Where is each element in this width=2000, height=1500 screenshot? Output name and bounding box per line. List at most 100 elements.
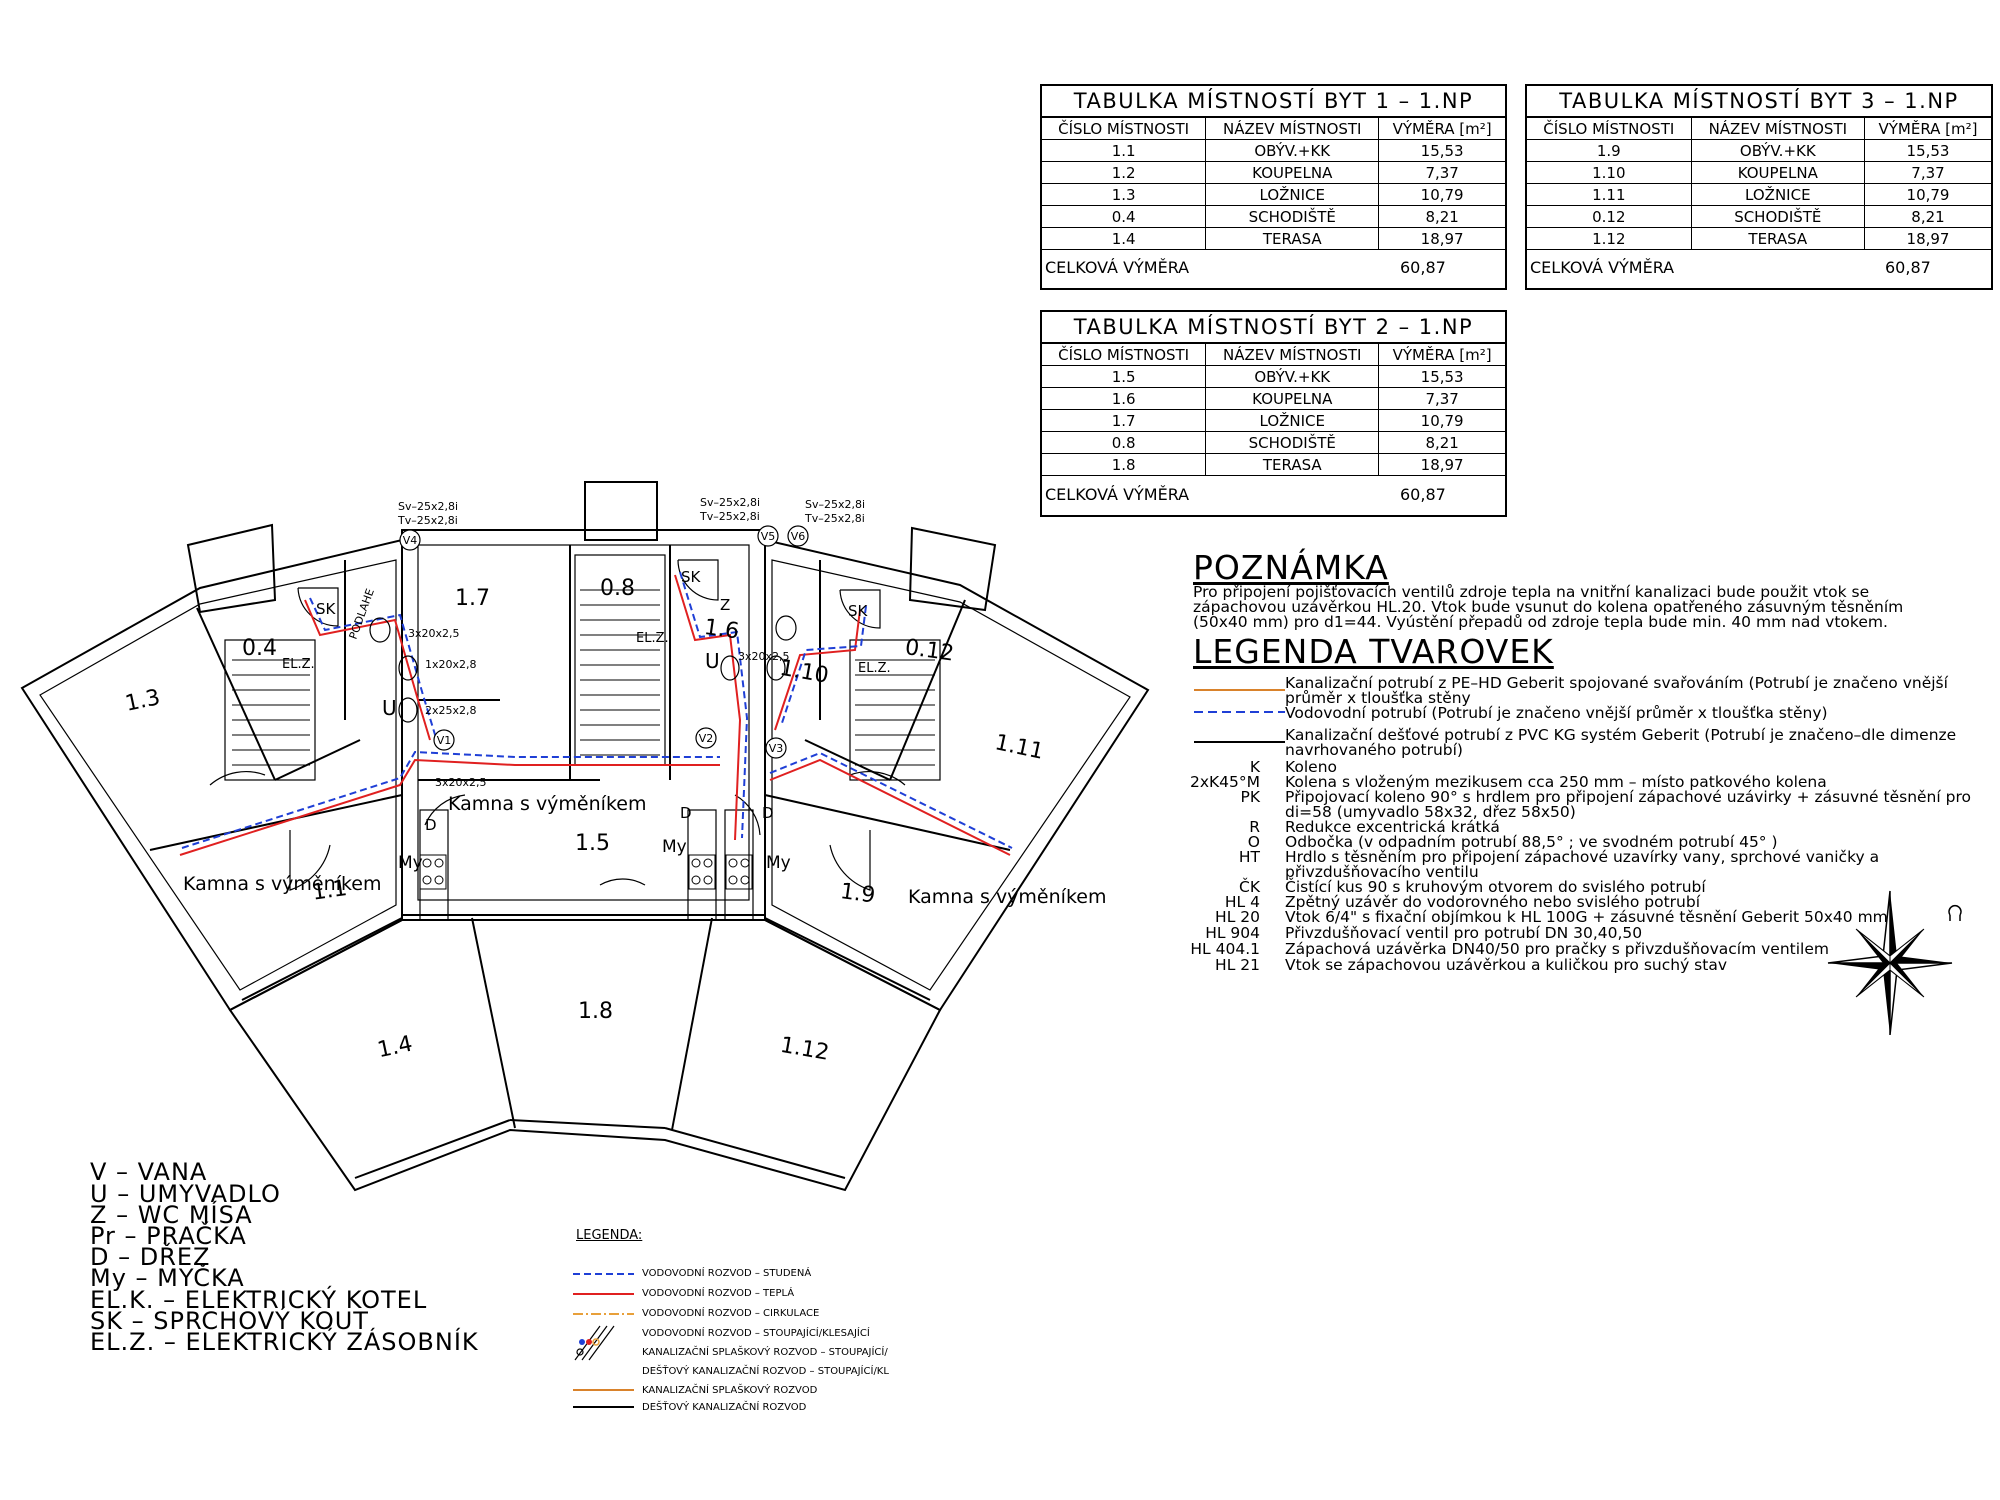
fitting-code-text: Přivzdušňovací ventil pro potrubí DN 30,… xyxy=(1285,924,1643,942)
note-text: Pro připojení pojišťovacích ventilů zdro… xyxy=(1193,583,1904,631)
pipe-size-label: Sv–25x2,8i xyxy=(700,496,760,509)
cell: 1.2 xyxy=(1042,161,1207,184)
col-header: VÝMĚRA [m²] xyxy=(1378,344,1505,366)
room-label: 1.6 xyxy=(702,615,740,645)
pipe-size-label: 3x20x2,5 xyxy=(738,650,790,663)
cell: 18,97 xyxy=(1378,453,1505,476)
small-legend-label: VODOVODNÍ ROZVOD – STUDENÁ xyxy=(642,1268,812,1279)
fixture-label: PODLAHE xyxy=(347,587,377,641)
cell: LOŽNICE xyxy=(1205,183,1380,206)
abbreviation-item: My – MYČKA xyxy=(90,1264,245,1292)
table-grid: ČÍSLO MÍSTNOSTI NÁZEV MÍSTNOSTI VÝMĚRA [… xyxy=(1042,344,1505,476)
fitting-code-key: HL 404.1 xyxy=(1190,940,1260,958)
fixture-label: U xyxy=(382,696,397,720)
fixture-label: My xyxy=(766,853,791,873)
middle-block-outline xyxy=(401,529,766,916)
table-grid: ČÍSLO MÍSTNOSTI NÁZEV MÍSTNOSTI VÝMĚRA [… xyxy=(1527,118,1991,250)
room-table-byt-1: TABULKA MÍSTNOSTÍ BYT 1 – 1.NP ČÍSLO MÍS… xyxy=(1040,84,1507,290)
fixture-label: EL.Z. xyxy=(282,657,315,672)
fitting-code-text: Koleno xyxy=(1285,758,1338,776)
pipe-size-label: 1x20x2,8 xyxy=(425,658,477,671)
cell: LOŽNICE xyxy=(1690,183,1866,206)
fitting-code-text: Zpětný uzávěr do vodorovného nebo svislé… xyxy=(1285,893,1701,911)
cell: 7,37 xyxy=(1378,387,1505,410)
room-label: 1.3 xyxy=(123,685,162,717)
small-legend-label: DEŠŤOVÝ KANALIZAČNÍ ROZVOD – STOUPAJÍCÍ/… xyxy=(642,1366,889,1377)
fixture-label: D xyxy=(425,816,437,834)
cell: SCHODIŠTĚ xyxy=(1205,431,1380,454)
room-label: 1.11 xyxy=(993,730,1046,765)
cell: SCHODIŠTĚ xyxy=(1205,205,1380,228)
abbreviation-item: Pr – PRAČKA xyxy=(90,1222,247,1250)
fitting-code-key: HL 20 xyxy=(1215,908,1260,926)
fitting-code-key: HT xyxy=(1238,848,1260,866)
cell: 0.4 xyxy=(1042,205,1207,228)
cell: 8,21 xyxy=(1378,205,1505,228)
fixture-label: D xyxy=(680,804,692,822)
small-legend-label: KANALIZAČNÍ SPLAŠKOVÝ ROZVOD – STOUPAJÍC… xyxy=(642,1347,888,1358)
fitting-code-key: K xyxy=(1249,758,1260,776)
fitting-line-item-3: Kanalizační dešťové potrubí z PVC KG sys… xyxy=(1285,726,1957,759)
cell: 0.12 xyxy=(1527,205,1692,228)
cell: 1.1 xyxy=(1042,139,1207,162)
col-header: ČÍSLO MÍSTNOSTI xyxy=(1042,118,1207,140)
fitting-line-item-1: Kanalizační potrubí z PE–HD Geberit spoj… xyxy=(1285,674,1948,707)
fixture-label: Z xyxy=(720,596,730,614)
room-label: 1.7 xyxy=(455,586,490,611)
room-label: 0.12 xyxy=(903,635,955,667)
cell: OBÝV.+KK xyxy=(1205,139,1380,162)
pipe-size-label: 3x20x2,5 xyxy=(435,776,487,789)
fixture-label: My xyxy=(398,853,423,873)
fitting-code-text: Zápachová uzávěrka DN40/50 pro pračky s … xyxy=(1285,940,1829,958)
floor-plan: V4 V5 V6 V1 V2 V3 Sv–25x2,8i Tv–25x2,8i … xyxy=(20,481,1150,1192)
total-label: CELKOVÁ VÝMĚRA xyxy=(1530,258,1675,277)
pipe-size-label: Sv–25x2,8i xyxy=(398,500,458,513)
terrace-outline xyxy=(228,919,942,1192)
small-legend-swatches xyxy=(573,1273,634,1408)
fitting-code-key: HL 904 xyxy=(1205,924,1260,942)
small-legend-label: VODOVODNÍ ROZVOD – TEPLÁ xyxy=(642,1288,795,1299)
col-header: ČÍSLO MÍSTNOSTI xyxy=(1042,344,1207,366)
small-legend-label: VODOVODNÍ ROZVOD – STOUPAJÍCÍ/KLESAJÍCÍ xyxy=(642,1328,870,1339)
cell: 1.8 xyxy=(1042,453,1207,476)
pipe-size-label: Tv–25x2,8i xyxy=(804,512,865,525)
cell: 8,21 xyxy=(1378,431,1505,454)
riser-label: V1 xyxy=(437,734,452,747)
fitting-code-text: Kolena s vloženým mezikusem cca 250 mm –… xyxy=(1285,773,1827,791)
table-title: TABULKA MÍSTNOSTÍ BYT 1 – 1.NP xyxy=(1042,86,1505,118)
total-label: CELKOVÁ VÝMĚRA xyxy=(1045,258,1190,277)
fixture-label: My xyxy=(662,837,687,857)
small-legend-label: VODOVODNÍ ROZVOD – CIRKULACE xyxy=(642,1308,820,1319)
fitting-code-key: 2xK45°M xyxy=(1189,773,1260,791)
cell: 8,21 xyxy=(1864,205,1991,228)
riser-label: V6 xyxy=(791,530,806,543)
small-legend-label: DEŠŤOVÝ KANALIZAČNÍ ROZVOD xyxy=(642,1402,807,1413)
cell: TERASA xyxy=(1205,453,1380,476)
cell: 10,79 xyxy=(1378,409,1505,432)
room-label: 1.5 xyxy=(575,831,610,856)
room-table-byt-2: TABULKA MÍSTNOSTÍ BYT 2 – 1.NP ČÍSLO MÍS… xyxy=(1040,310,1507,517)
riser-label: V5 xyxy=(761,530,776,543)
room-table-byt-3: TABULKA MÍSTNOSTÍ BYT 3 – 1.NP ČÍSLO MÍS… xyxy=(1525,84,1993,290)
cell: OBÝV.+KK xyxy=(1690,139,1866,162)
total-value: 60,87 xyxy=(1885,258,1931,277)
cell: TERASA xyxy=(1205,227,1380,250)
fittings-heading: LEGENDA TVAROVEK xyxy=(1193,632,1554,671)
col-header: NÁZEV MÍSTNOSTI xyxy=(1205,118,1380,140)
cell: 15,53 xyxy=(1864,139,1991,162)
fitting-code-text: Vtok 6/4" s fixační objímkou k HL 100G +… xyxy=(1285,908,1888,926)
total-label: CELKOVÁ VÝMĚRA xyxy=(1045,485,1190,504)
cell: KOUPELNA xyxy=(1690,161,1866,184)
fixture-label: SK xyxy=(848,602,869,620)
fixture-label: U xyxy=(705,649,720,673)
riser-label: V4 xyxy=(403,534,418,547)
cell: 15,53 xyxy=(1378,139,1505,162)
riser-label: V3 xyxy=(769,742,784,755)
col-header: NÁZEV MÍSTNOSTI xyxy=(1205,344,1380,366)
